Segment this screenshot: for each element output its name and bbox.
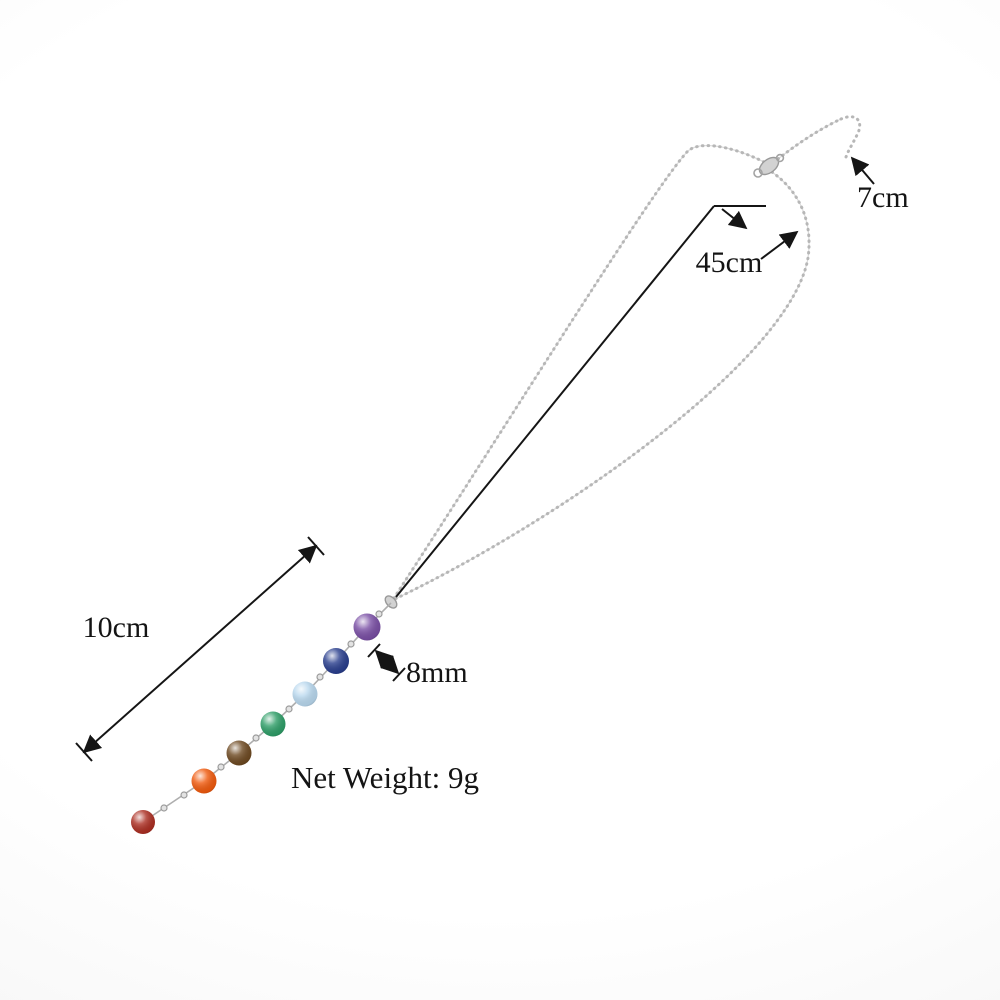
pendant-length-label: 10cm — [83, 611, 150, 644]
bead-green-aventurine — [260, 711, 286, 737]
bead-light-blue-opal — [292, 681, 318, 707]
chain-length-annotation: 45cm — [395, 205, 799, 598]
pendant-length-top-tick — [307, 536, 325, 556]
bead-tiger-eye — [226, 740, 252, 766]
bead-amethyst — [353, 613, 381, 641]
pendant-length-bottom-tick — [75, 742, 93, 762]
chain-right-strand — [394, 171, 810, 600]
bead-lapis — [323, 648, 349, 674]
pendant-length-annotation: 10cm — [75, 536, 325, 762]
extension-chain-links — [776, 117, 843, 161]
lobster-clasp-icon — [753, 153, 785, 178]
chain-length-label: 45cm — [696, 246, 763, 279]
bead-size-tick-lower — [392, 667, 406, 682]
bead-carnelian-orange — [191, 768, 217, 794]
pendant-bead-drop — [131, 595, 398, 834]
extension-length-label: 7cm — [857, 181, 909, 214]
bead-size-annotation: 8mm — [367, 643, 468, 689]
bead-size-tick-upper — [367, 643, 381, 658]
bead-size-label: 8mm — [406, 656, 468, 689]
extension-length-annotation: 7cm — [850, 156, 909, 214]
pendant-length-arrow — [82, 544, 318, 754]
chain-length-extension-line — [395, 205, 715, 598]
extension-chain-tail — [839, 115, 862, 159]
bead-red-agate — [131, 810, 155, 834]
net-weight-label: Net Weight: 9g — [291, 760, 479, 795]
extension-length-arrow — [850, 156, 875, 185]
chain-left-strand-links — [392, 144, 766, 600]
chain-length-arrow-upper — [721, 208, 748, 230]
necklace-chain — [392, 115, 862, 601]
chain-right-strand-links — [393, 170, 811, 601]
chain-length-arrow-lower — [760, 230, 799, 260]
bead-size-arrow — [374, 649, 400, 675]
